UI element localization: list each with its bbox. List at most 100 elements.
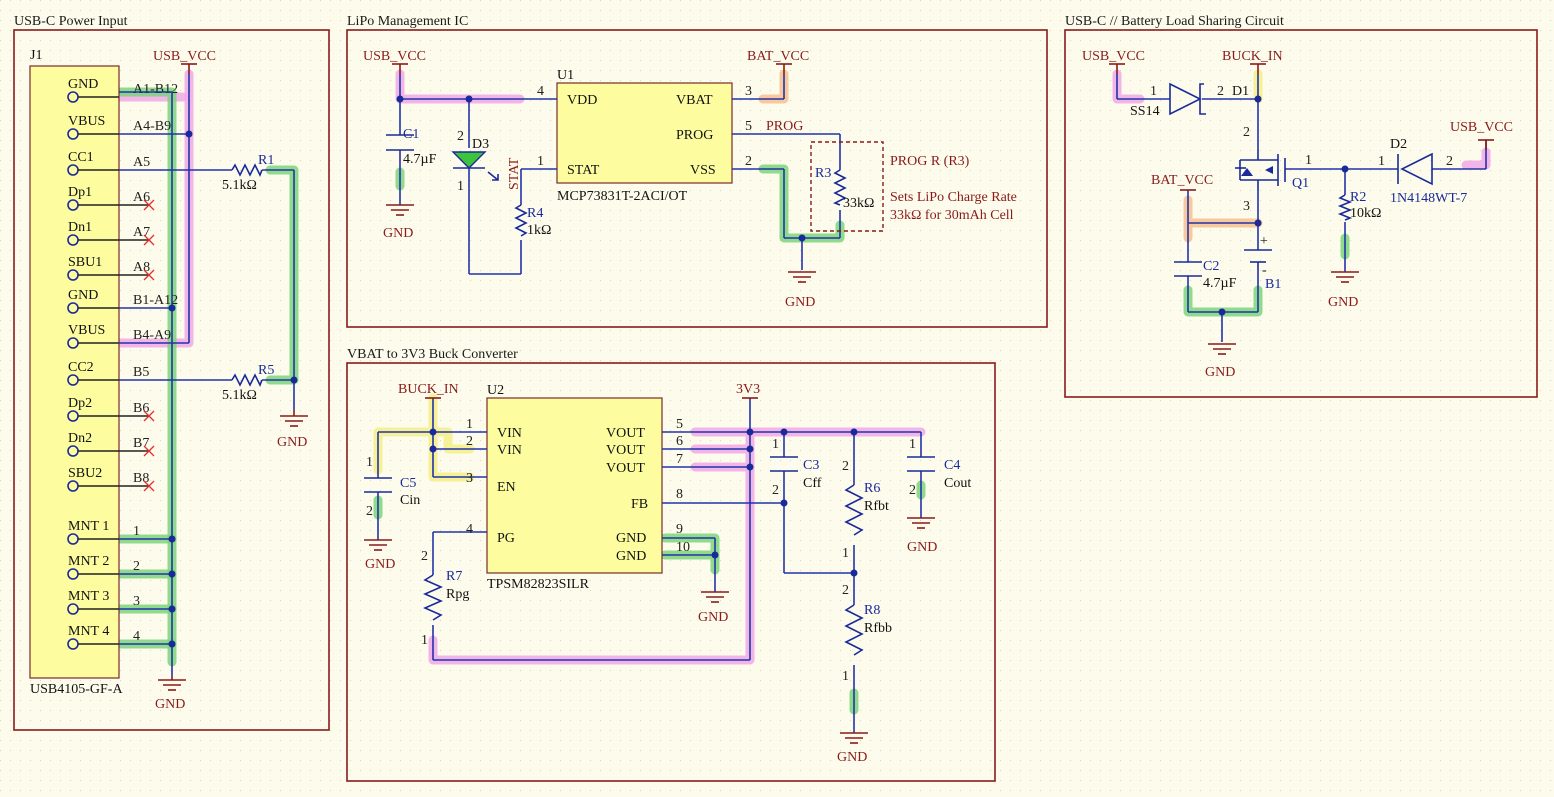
battery-b1[interactable]: + - B1 (1244, 234, 1281, 292)
gnd-label: GND (698, 610, 728, 625)
d2-designator: D2 (1390, 137, 1407, 152)
svg-text:1: 1 (842, 669, 849, 684)
pin-name-vin: VIN (497, 443, 522, 458)
capacitor-c5[interactable]: C5 Cin (364, 476, 420, 508)
q1-designator: Q1 (1292, 176, 1309, 191)
svg-text:2: 2 (1217, 84, 1224, 99)
no-connect-icon (143, 410, 155, 422)
svg-text:1: 1 (1150, 84, 1157, 99)
c4-designator: C4 (944, 458, 960, 473)
led-d3[interactable]: D3 STAT 2 1 (451, 129, 522, 194)
svg-text:1: 1 (1378, 154, 1385, 169)
resistor-r4[interactable]: R4 1kΩ (514, 204, 551, 238)
resistor-r8[interactable]: R8 Rfbb (844, 603, 892, 656)
r2-designator: R2 (1350, 190, 1366, 205)
b1-designator: B1 (1265, 277, 1281, 292)
net-label-bat-vcc: BAT_VCC (747, 49, 809, 64)
j1-part-number: USB4105-GF-A (30, 682, 123, 697)
ic-u2[interactable]: U2 TPSM82823SILR VIN VIN EN PG VOUT VOUT… (486, 383, 663, 592)
j1-pin-name: Dn2 (68, 431, 92, 446)
diode-d2[interactable]: D2 1N4148WT-7 1 2 (1378, 137, 1467, 206)
pin-name-stat: STAT (567, 163, 600, 178)
gnd-label: GND (1328, 295, 1358, 310)
net-label-prog: PROG (766, 119, 803, 134)
usb-input-junctions (168, 130, 298, 648)
resistor-r1[interactable]: R1 5.1kΩ (222, 153, 274, 193)
lipo-junctions (396, 95, 806, 242)
j1-pin-number: B4-A9 (133, 328, 171, 343)
capacitor-c4[interactable]: C4 Cout (907, 456, 971, 491)
no-connect-icon (143, 234, 155, 246)
capacitor-c3[interactable]: C3 Cff (770, 456, 822, 491)
pin-name-vin: VIN (497, 426, 522, 441)
j1-pin-name: GND (68, 288, 98, 303)
gnd-label: GND (383, 226, 413, 241)
c1-designator: C1 (403, 127, 419, 142)
svg-text:1: 1 (909, 437, 916, 452)
diode-d1[interactable]: D1 SS14 1 2 (1130, 82, 1249, 119)
svg-text:2: 2 (909, 483, 916, 498)
j1-pin-name: MNT 2 (68, 554, 109, 569)
resistor-r2[interactable]: R2 10kΩ (1337, 190, 1381, 221)
gnd-label: GND (155, 697, 185, 712)
pin-number: 1 (537, 154, 544, 169)
sheet-buck: VBAT to 3V3 Buck Converter (346, 347, 996, 782)
no-connect-icon (143, 445, 155, 457)
u2-designator: U2 (487, 383, 504, 398)
d2-value: 1N4148WT-7 (1390, 191, 1467, 206)
svg-text:+: + (1260, 234, 1268, 249)
j1-pin-number: A4-B9 (133, 119, 171, 134)
loadshare-junctions (1218, 95, 1349, 316)
resistor-r6[interactable]: R6 Rfbt (844, 481, 889, 536)
svg-text:-: - (1262, 263, 1267, 278)
usb-input-wires (119, 74, 295, 676)
j1-pin-number: 3 (133, 594, 140, 609)
pin-name-vdd: VDD (567, 93, 597, 108)
power-port-usb-vcc: USB_VCC (1082, 49, 1145, 74)
u2-part-number: TPSM82823SILR (487, 577, 590, 592)
svg-text:5: 5 (676, 417, 683, 432)
r7-value: Rpg (446, 587, 469, 602)
svg-text:1: 1 (457, 179, 464, 194)
j1-pin-name: MNT 1 (68, 519, 109, 534)
j1-pin-number: B5 (133, 365, 149, 380)
no-connect-icon (143, 269, 155, 281)
r1-value: 5.1kΩ (222, 178, 257, 193)
net-label-usb-vcc: USB_VCC (1082, 49, 1145, 64)
passive-pin-numbers: 1 2 1 2 1 2 2 1 2 1 2 1 (366, 437, 916, 684)
capacitor-c2[interactable]: C2 4.7µF (1174, 259, 1237, 291)
svg-text:9: 9 (676, 522, 683, 537)
r1-designator: R1 (258, 153, 274, 168)
pin-number: 5 (745, 119, 752, 134)
resistor-r5[interactable]: R5 5.1kΩ (222, 363, 274, 403)
mosfet-q1[interactable]: Q1 2 1 3 (1235, 125, 1312, 214)
svg-text:2: 2 (466, 434, 473, 449)
c3-designator: C3 (803, 458, 819, 473)
gnd-symbol: GND (1205, 343, 1236, 380)
svg-text:8: 8 (676, 487, 683, 502)
connector-j1[interactable]: J1 USB4105-GF-A (29, 48, 123, 697)
gnd-symbol: GND (837, 732, 868, 765)
d3-designator: D3 (472, 137, 489, 152)
j1-pin-name: SBU2 (68, 466, 102, 481)
resistor-r3[interactable]: R3 33kΩ (815, 166, 874, 211)
buck-junctions (429, 428, 858, 577)
ic-u1[interactable]: U1 MCP73831T-2ACI/OT VDD VBAT PROG STAT … (556, 68, 733, 204)
pin-name-vbat: VBAT (676, 93, 713, 108)
loadshare-wires (1116, 74, 1487, 342)
capacitor-c1[interactable]: C1 4.7µF (386, 127, 437, 167)
r2-value: 10kΩ (1350, 206, 1381, 221)
pin-number: 2 (745, 154, 752, 169)
svg-text:2: 2 (1243, 125, 1250, 140)
resistor-r7[interactable]: R7 Rpg (423, 569, 469, 621)
gnd-label: GND (785, 295, 815, 310)
power-port-usb-vcc: USB_VCC (363, 49, 426, 74)
j1-pin-number: 4 (133, 629, 140, 644)
j1-designator: J1 (30, 48, 42, 63)
gnd-label: GND (907, 540, 937, 555)
